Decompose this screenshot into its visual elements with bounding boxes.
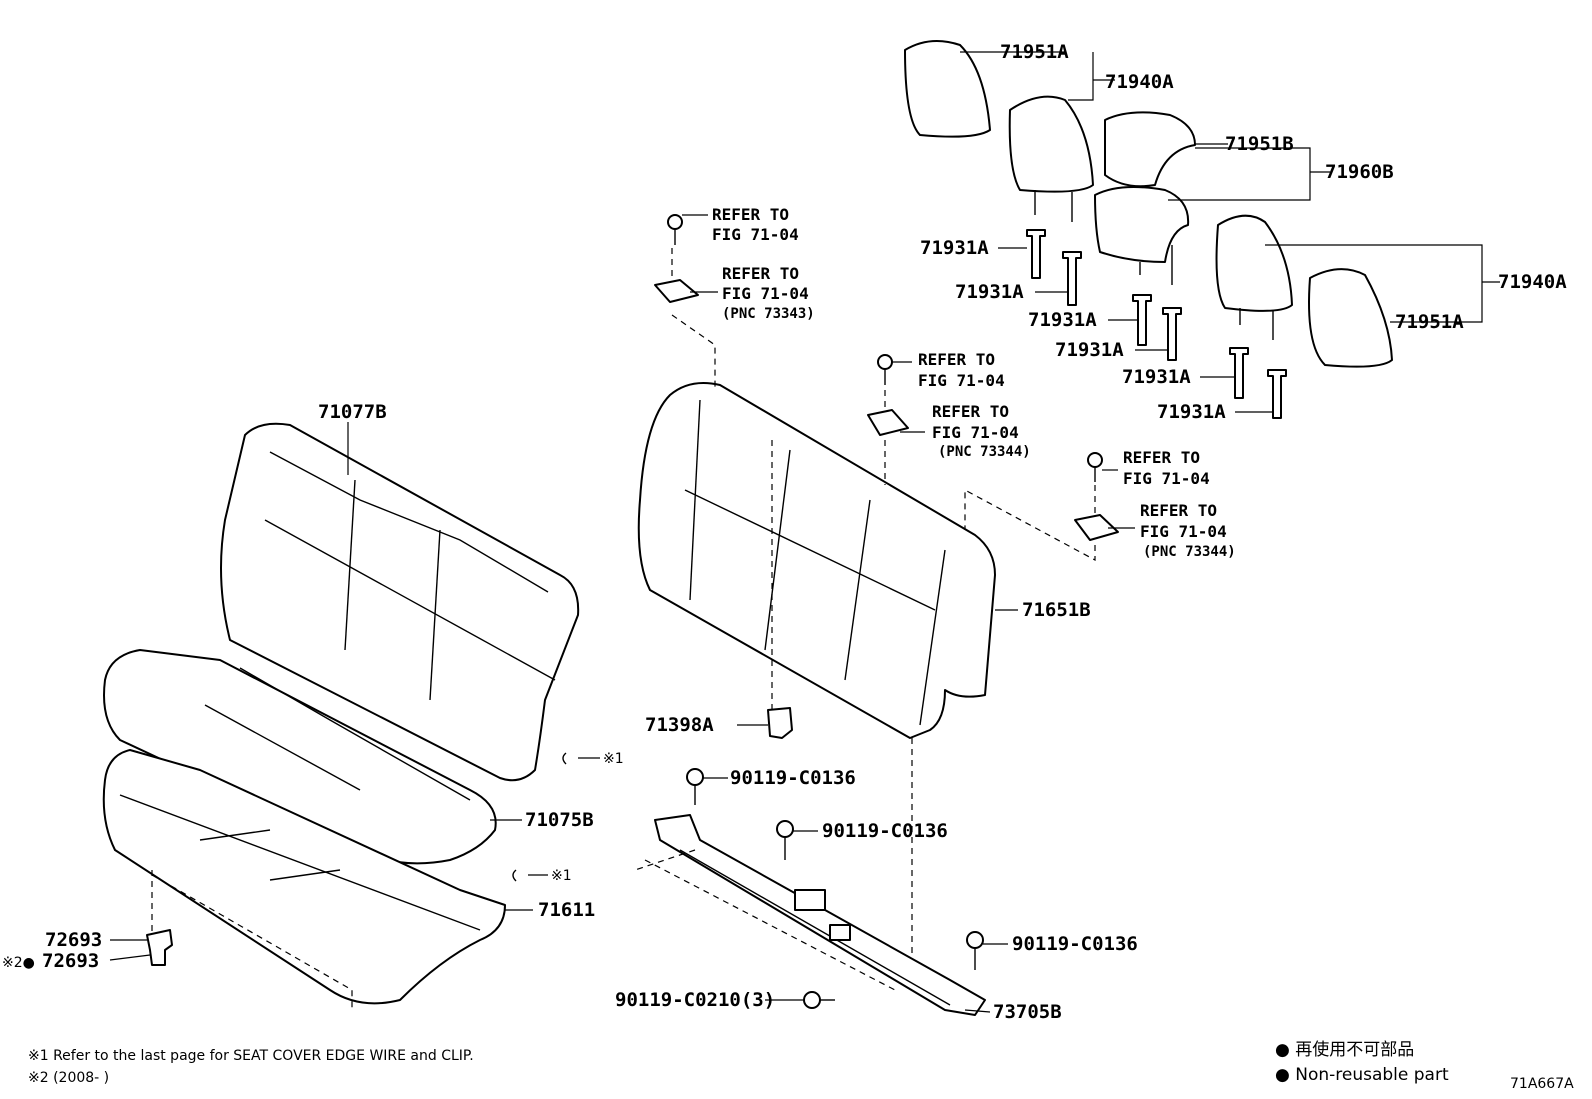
headrest-71940A-right: [1215, 214, 1293, 340]
support-71931A-3: [1132, 294, 1152, 346]
clip-72693: [146, 929, 173, 966]
ref-bolt-2: [877, 354, 893, 385]
label-71960B: 71960B: [1325, 161, 1394, 183]
support-71931A-4: [1162, 307, 1182, 361]
ref5-line1: REFER TO: [1123, 448, 1200, 467]
legend-en: ● Non-reusable part: [1275, 1065, 1449, 1085]
label-71931A-1: 71931A: [920, 237, 989, 259]
mark-1b: ※1: [551, 868, 572, 884]
label-71951A-top: 71951A: [1000, 41, 1069, 63]
label-71651B: 71651B: [1022, 599, 1091, 621]
ref6-pnc: (PNC 73344): [1143, 544, 1236, 560]
ref4-line1: REFER TO: [932, 402, 1009, 421]
support-71931A-1: [1026, 229, 1046, 279]
mark-1a: ※1: [603, 751, 624, 767]
ref3-line1: REFER TO: [918, 350, 995, 369]
support-71931A-6: [1267, 369, 1287, 419]
bolt-90119-C0210: [803, 991, 835, 1009]
seatback-frame-71651B: [637, 382, 996, 739]
support-71931A-2: [1062, 251, 1082, 306]
headrest-71940A-top: [1008, 95, 1094, 222]
legend-jp: ● 再使用不可部品: [1275, 1039, 1414, 1060]
headrest-71951A-right: [1308, 268, 1393, 368]
headrest-71951A-top: [904, 40, 991, 138]
bracket-71398A: [767, 707, 793, 739]
label-71931A-5: 71931A: [1122, 366, 1191, 388]
label-71951B: 71951B: [1225, 133, 1294, 155]
ref4-pnc: (PNC 73344): [938, 444, 1031, 460]
label-71077B: 71077B: [318, 401, 387, 423]
label-71611: 71611: [538, 899, 595, 921]
bolt-90119-C0136-3: [966, 931, 984, 970]
label-71075B: 71075B: [525, 809, 594, 831]
ref6-line1: REFER TO: [1140, 501, 1217, 520]
ref1-line2: FIG 71-04: [712, 225, 799, 244]
ref-bolt-3: [1087, 452, 1103, 482]
label-71931A-4: 71931A: [1055, 339, 1124, 361]
label-90119-C0136-1: 90119-C0136: [730, 767, 856, 789]
label-71940A-top: 71940A: [1105, 71, 1174, 93]
figure-id: 71A667A: [1510, 1076, 1574, 1092]
label-72693-b: 72693: [42, 950, 99, 972]
mark-2: ※2●: [2, 955, 35, 971]
ref2-line1: REFER TO: [722, 264, 799, 283]
ref-bolt-1: [667, 214, 683, 245]
label-71398A: 71398A: [645, 714, 714, 736]
bolt-90119-C0136-1: [686, 768, 704, 805]
ref6-line2: FIG 71-04: [1140, 522, 1227, 541]
ref4-line2: FIG 71-04: [932, 423, 1019, 442]
pad-71611: [102, 749, 506, 1005]
label-90119-C0136-2: 90119-C0136: [822, 820, 948, 842]
ref2-line2: FIG 71-04: [722, 284, 809, 303]
label-73705B: 73705B: [993, 1001, 1062, 1023]
cushion-71075B: [103, 649, 497, 865]
ref-hinge-2: [867, 409, 909, 436]
label-90119-C0136-3: 90119-C0136: [1012, 933, 1138, 955]
ref5-line2: FIG 71-04: [1123, 469, 1210, 488]
ref-hinge-3: [1074, 514, 1119, 541]
hinge-73705B: [654, 814, 986, 1016]
bolt-90119-C0136-2: [776, 820, 794, 860]
label-90119-C0210: 90119-C0210(3): [615, 989, 775, 1011]
ref2-pnc: (PNC 73343): [722, 306, 815, 322]
label-71951A-right: 71951A: [1395, 311, 1464, 333]
label-72693: 72693: [45, 929, 102, 951]
label-71940A-right: 71940A: [1498, 271, 1567, 293]
note-2: ※2 (2008- ): [28, 1070, 109, 1086]
seatback-71077B: [220, 422, 580, 782]
label-71931A-2: 71931A: [955, 281, 1024, 303]
ref3-line2: FIG 71-04: [918, 371, 1005, 390]
support-71931A-5: [1229, 347, 1249, 399]
label-71931A-6: 71931A: [1157, 401, 1226, 423]
note-1: ※1 Refer to the last page for SEAT COVER…: [28, 1048, 474, 1064]
ref-hinge-1: [654, 279, 699, 303]
label-71931A-3: 71931A: [1028, 309, 1097, 331]
ref1-line1: REFER TO: [712, 205, 789, 224]
headrest-71951B-upper: [1104, 111, 1196, 188]
headrest-71960B: [1094, 186, 1190, 285]
